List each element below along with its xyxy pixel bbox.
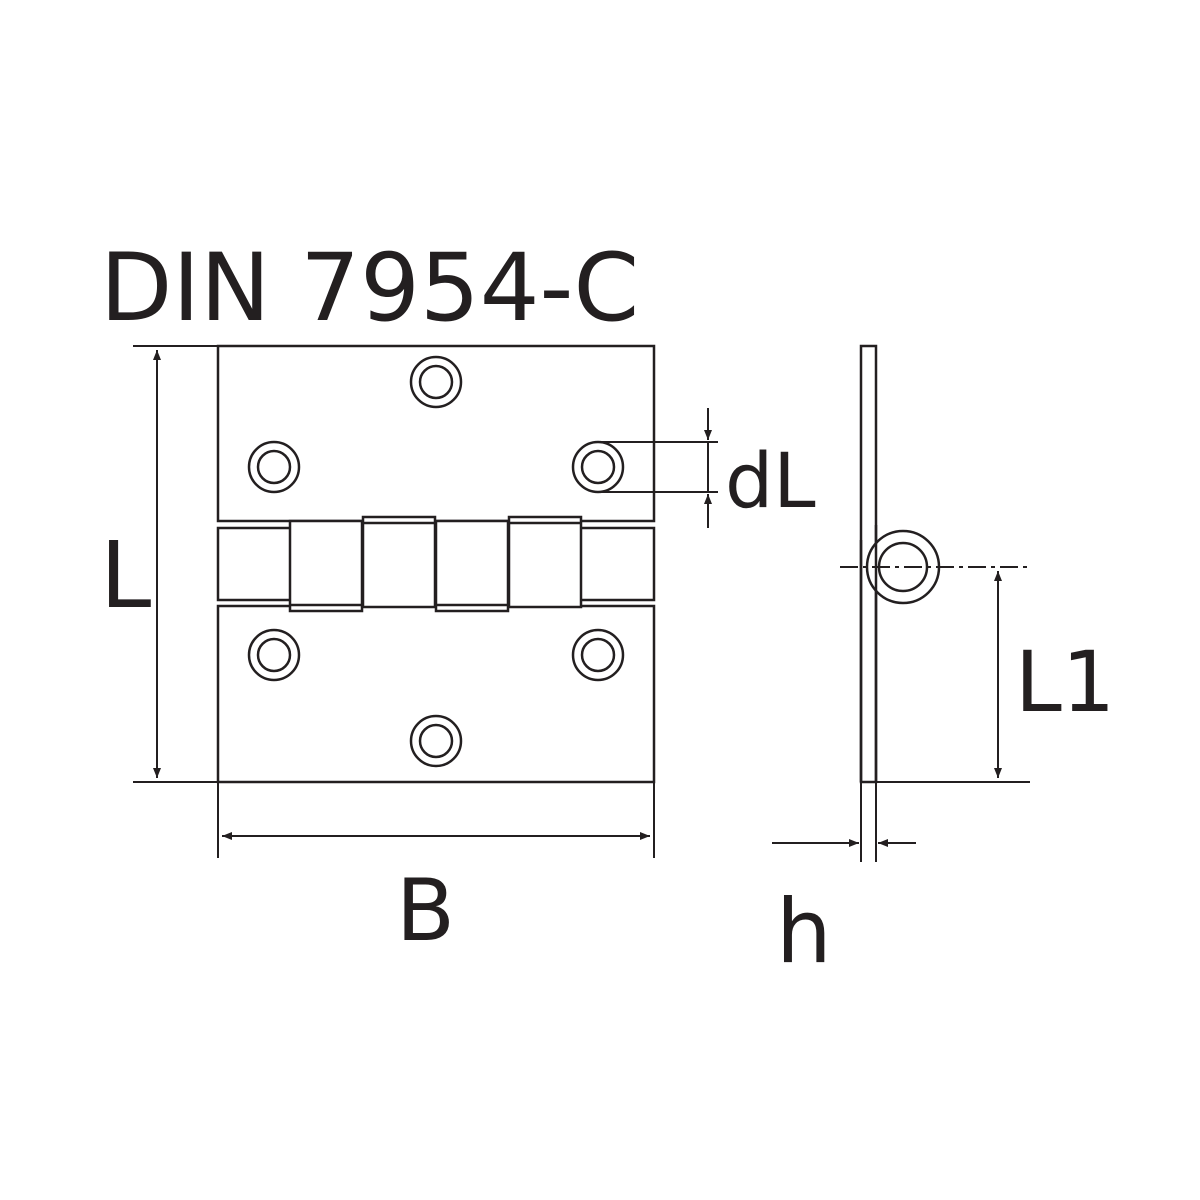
- knuckle-3: [434, 519, 510, 613]
- screw-hole-lower-left: [247, 628, 301, 682]
- dimension-dL: [598, 408, 718, 528]
- screw-hole-top-center: [409, 355, 463, 409]
- dimension-h: [772, 782, 916, 862]
- label-pivot-height: L1: [1015, 633, 1116, 731]
- label-hole-diameter: dL: [725, 436, 816, 525]
- screw-hole-upper-left: [247, 440, 301, 494]
- knuckle-1: [288, 519, 364, 613]
- knuckle-2: [361, 515, 437, 609]
- diagram-title: DIN 7954-C: [100, 234, 640, 343]
- screw-hole-bottom-center: [409, 714, 463, 768]
- screw-hole-lower-right: [571, 628, 625, 682]
- screw-holes: [247, 355, 625, 768]
- knuckle-4: [507, 515, 583, 609]
- label-width: B: [396, 861, 455, 961]
- upper-leaf: [216, 344, 656, 523]
- screw-hole-upper-right: [571, 440, 625, 494]
- hinge-side-view: [859, 344, 941, 784]
- label-length: L: [100, 522, 152, 629]
- dimension-B: [217, 782, 655, 858]
- hinge-front-view: [216, 344, 656, 784]
- dimension-L: [133, 345, 218, 783]
- dimension-L1: [876, 571, 1030, 783]
- knuckle-band: [216, 515, 656, 613]
- label-thickness: h: [776, 880, 832, 983]
